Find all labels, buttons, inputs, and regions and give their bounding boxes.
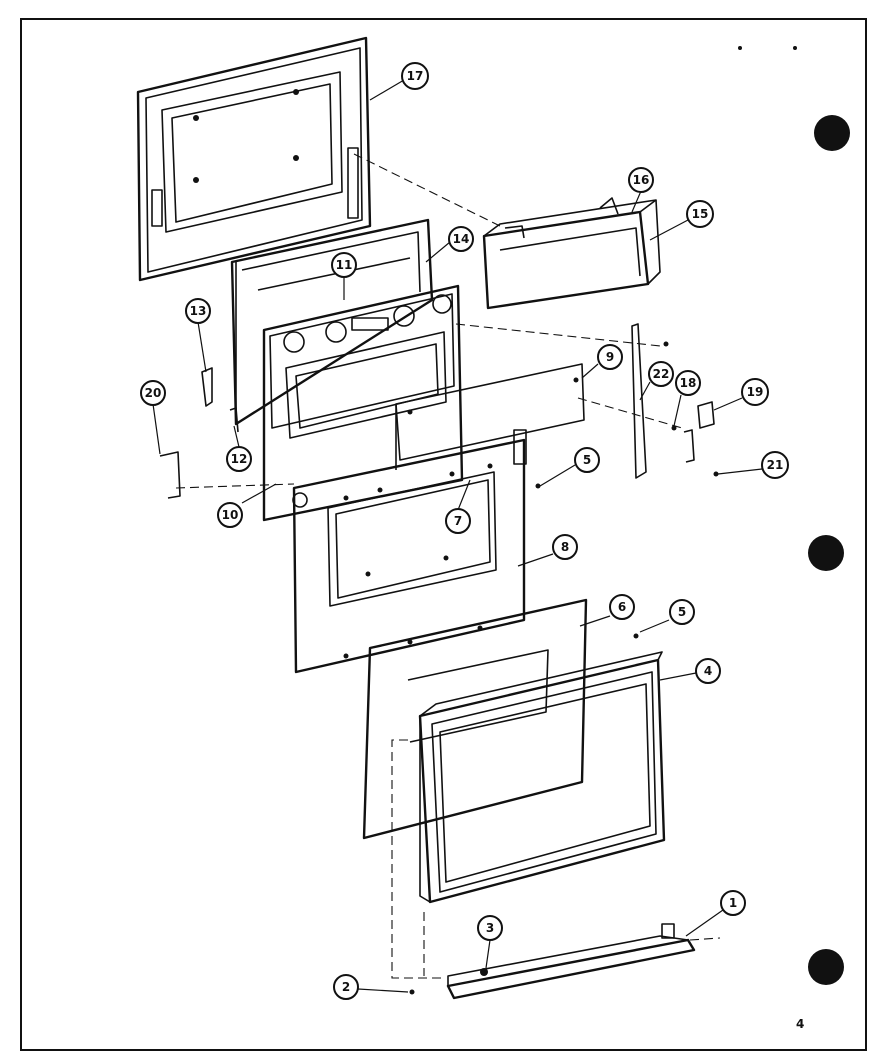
callout-12: 12 bbox=[226, 446, 252, 472]
leader-lines bbox=[152, 79, 763, 993]
callout-11: 11 bbox=[331, 252, 357, 278]
callout-8: 8 bbox=[552, 534, 578, 560]
callout-label: 19 bbox=[747, 385, 764, 399]
part-17-outer-door bbox=[136, 36, 372, 282]
callout-label: 4 bbox=[704, 664, 712, 678]
part-1-bottom-trim bbox=[446, 923, 696, 1000]
callout-18: 18 bbox=[675, 370, 701, 396]
callout-16: 16 bbox=[628, 167, 654, 193]
callout-1: 1 bbox=[720, 890, 746, 916]
callout-label: 18 bbox=[680, 376, 697, 390]
callout-label: 21 bbox=[767, 458, 784, 472]
callout-label: 16 bbox=[633, 173, 650, 187]
callout-label: 11 bbox=[336, 258, 353, 272]
part-6-glass-panel bbox=[362, 598, 588, 840]
callout-label: 10 bbox=[222, 508, 239, 522]
part-14-inner-panel bbox=[230, 218, 434, 426]
callout-5-lower: 5 bbox=[669, 599, 695, 625]
page-number: 4 bbox=[796, 1017, 804, 1031]
callout-6: 6 bbox=[609, 594, 635, 620]
callout-label: 3 bbox=[486, 921, 494, 935]
callout-label: 1 bbox=[729, 896, 737, 910]
callout-label: 7 bbox=[454, 514, 462, 528]
callout-15: 15 bbox=[686, 200, 714, 228]
callout-9: 9 bbox=[597, 344, 623, 370]
part-10-control-panel bbox=[262, 284, 464, 522]
callout-20: 20 bbox=[140, 380, 166, 406]
speck bbox=[793, 46, 797, 50]
callout-label: 22 bbox=[653, 367, 670, 381]
assembly-lines bbox=[175, 153, 721, 979]
part-8-door-liner bbox=[292, 429, 527, 674]
part-4-window-frame bbox=[418, 651, 666, 904]
callout-label: 20 bbox=[145, 386, 162, 400]
callout-2: 2 bbox=[333, 974, 359, 1000]
callout-21: 21 bbox=[761, 451, 789, 479]
callout-13: 13 bbox=[185, 298, 211, 324]
callout-label: 12 bbox=[231, 452, 248, 466]
callout-label: 8 bbox=[561, 540, 569, 554]
part-9-bracket bbox=[395, 363, 585, 470]
part-15-box bbox=[482, 197, 661, 310]
callout-17: 17 bbox=[401, 62, 429, 90]
speck bbox=[738, 46, 742, 50]
callout-label: 6 bbox=[618, 600, 626, 614]
callout-label: 13 bbox=[190, 304, 207, 318]
callout-label: 15 bbox=[692, 207, 709, 221]
callout-10: 10 bbox=[217, 502, 243, 528]
callout-7: 7 bbox=[445, 508, 471, 534]
callout-label: 2 bbox=[342, 980, 350, 994]
binder-hole-bottom bbox=[808, 949, 844, 985]
callout-5-upper: 5 bbox=[574, 447, 600, 473]
callout-label: 5 bbox=[678, 605, 686, 619]
callout-3: 3 bbox=[477, 915, 503, 941]
callout-22: 22 bbox=[648, 361, 674, 387]
callout-label: 5 bbox=[583, 453, 591, 467]
callout-label: 14 bbox=[453, 232, 470, 246]
binder-hole-top bbox=[814, 115, 850, 151]
callout-14: 14 bbox=[448, 226, 474, 252]
callout-label: 9 bbox=[606, 350, 614, 364]
binder-hole-middle bbox=[808, 535, 844, 571]
callout-19: 19 bbox=[741, 378, 769, 406]
small-hardware bbox=[159, 323, 719, 995]
callout-4: 4 bbox=[695, 658, 721, 684]
callout-label: 17 bbox=[407, 69, 424, 83]
